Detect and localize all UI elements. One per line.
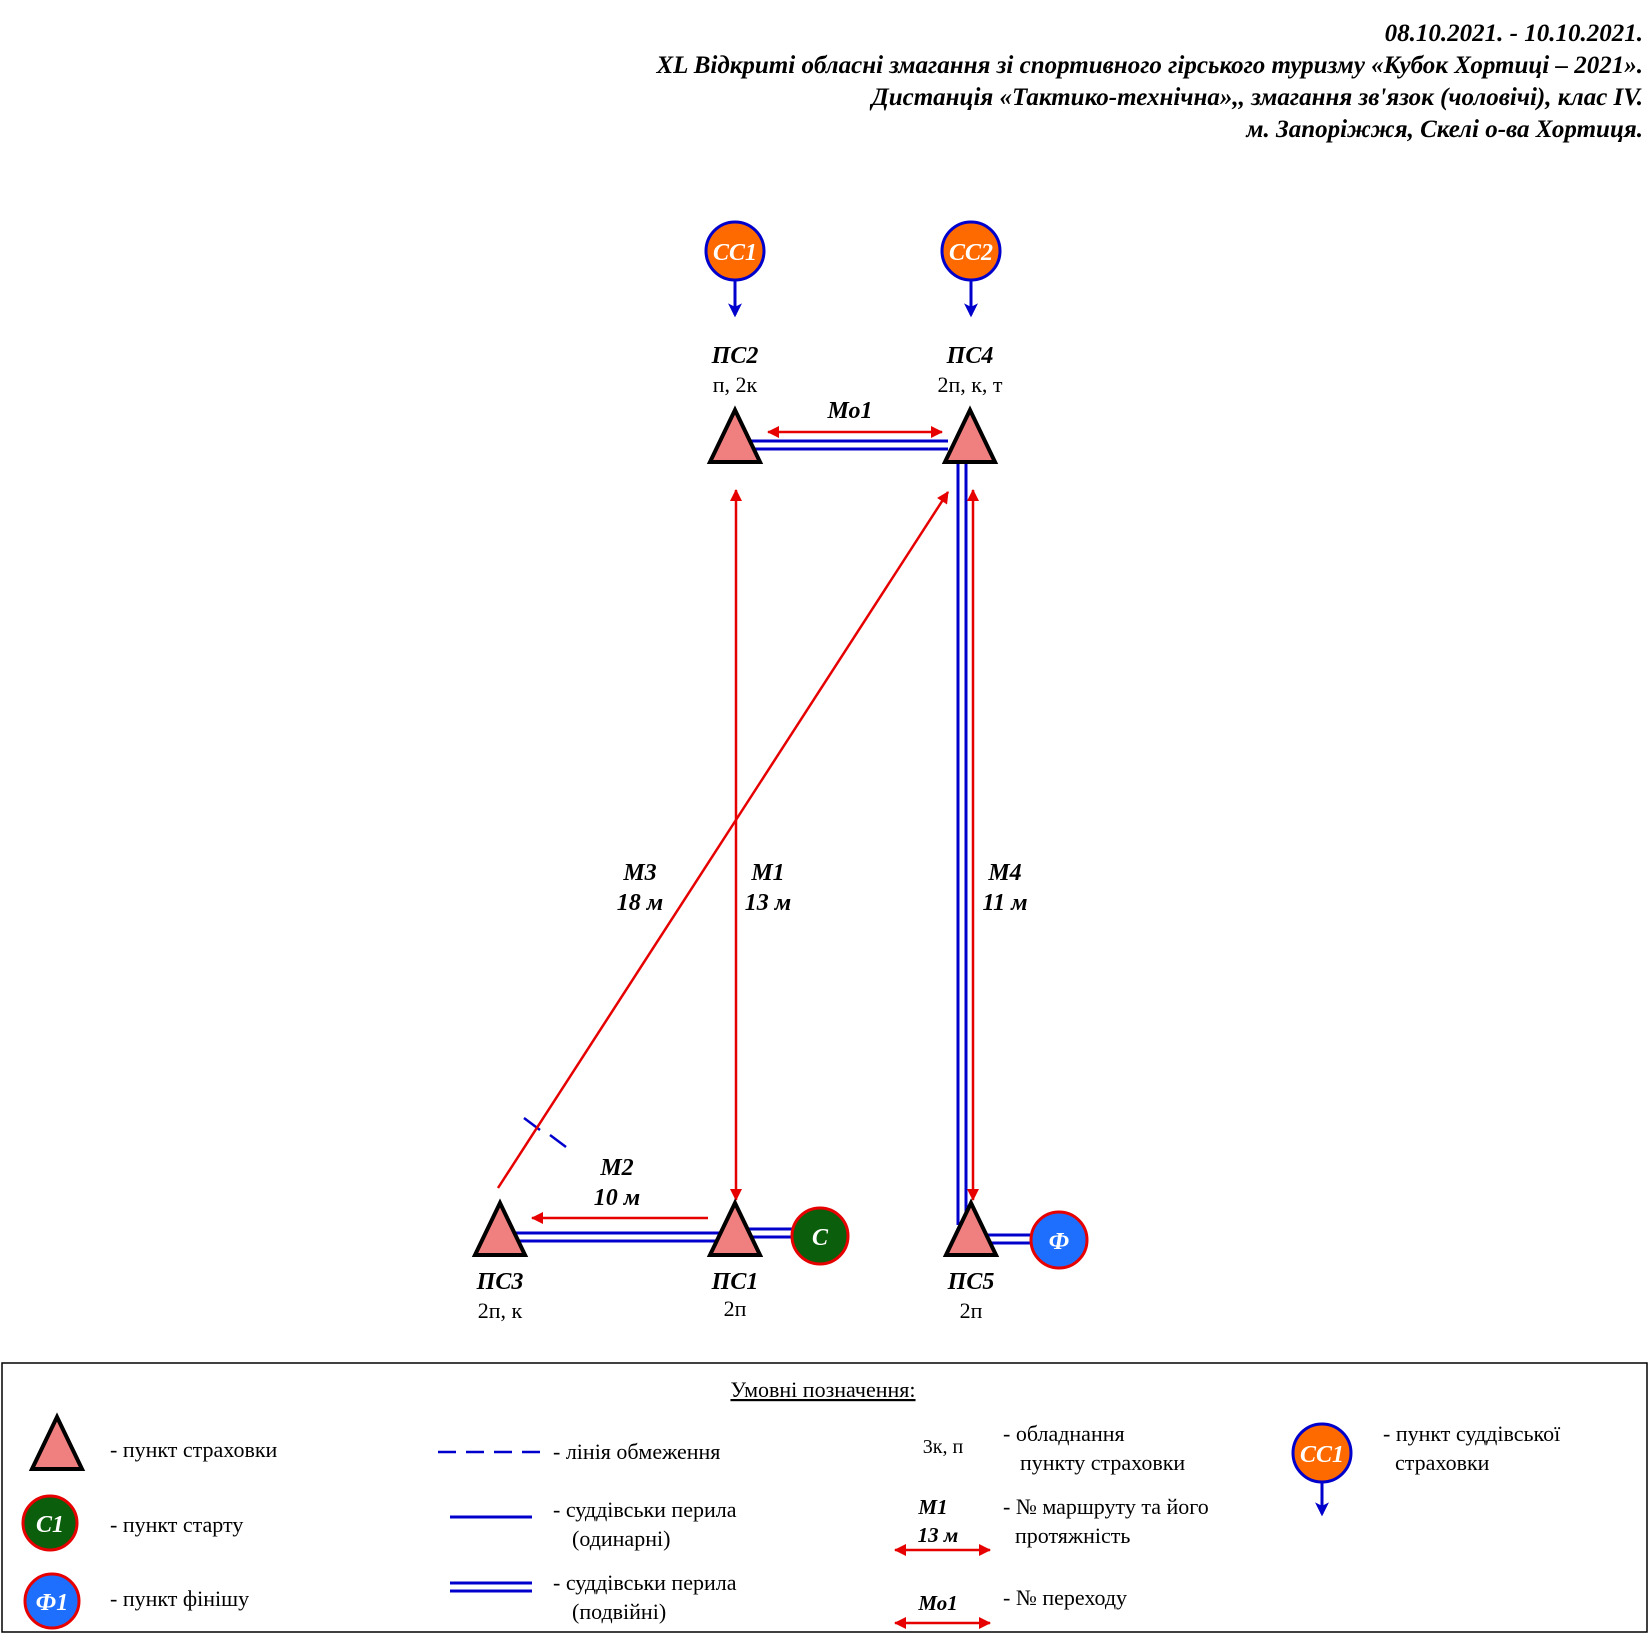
- ps5-name: ПС5: [947, 1269, 995, 1295]
- header-competition: XL Відкриті обласні змагання зі спортивн…: [656, 52, 1643, 79]
- route-m3-arrow: [496, 491, 950, 1189]
- belay-point-ps4: ПС4 2п, к, т: [937, 343, 1003, 464]
- header-block: 08.10.2021. - 10.10.2021. XL Відкриті об…: [656, 18, 1643, 146]
- ps1-triangle-icon: [706, 1198, 764, 1257]
- restriction-line: [523, 1117, 567, 1148]
- legend: Умовні позначення: - пункт страховки С1 …: [1, 1362, 1648, 1633]
- header-dates: 08.10.2021. - 10.10.2021.: [1384, 20, 1643, 47]
- legend-equip-example: 3к, п: [923, 1436, 964, 1458]
- double-rope-ps3-ps1: [500, 1231, 738, 1243]
- legend-start-icon-label: С1: [36, 1512, 64, 1538]
- legend-judge-icon-label: СС1: [1300, 1442, 1344, 1468]
- legend-route-text-2: протяжність: [1015, 1523, 1130, 1548]
- legend-route-example-length: 13 м: [918, 1523, 959, 1547]
- legend-belay-triangle-icon: [28, 1412, 86, 1471]
- ps3-equip: 2п, к: [478, 1298, 523, 1323]
- legend-equip-text-2: пункту страховки: [1020, 1450, 1185, 1475]
- legend-single-rope-text-2: (одинарні): [572, 1526, 670, 1551]
- belay-point-ps2: ПС2 п, 2к: [706, 343, 764, 464]
- route-m1-name: М1: [750, 860, 784, 886]
- route-m3-name: М3: [622, 860, 656, 886]
- finish-point: Ф: [1029, 1210, 1089, 1270]
- legend-belay-text: - пункт страховки: [110, 1437, 278, 1462]
- route-m4-length: 11 м: [982, 890, 1027, 916]
- legend-start-icon: [21, 1494, 79, 1552]
- judge-cc2-label: СС2: [949, 240, 993, 266]
- double-rope-ps4-ps5: [956, 458, 968, 1225]
- legend-transition-example: Мо1: [917, 1591, 957, 1615]
- finish-label: Ф: [1049, 1229, 1069, 1255]
- route-m1-length: 13 м: [745, 890, 791, 916]
- legend-frame: [1, 1362, 1648, 1633]
- ps5-triangle-icon: [942, 1198, 1000, 1257]
- route-m4-name: М4: [987, 860, 1021, 886]
- legend-finish-text: - пункт фінішу: [110, 1586, 249, 1611]
- judge-belay-cc2: СС2: [940, 220, 1002, 318]
- route-m3-length: 18 м: [617, 890, 663, 916]
- ps1-name: ПС1: [711, 1269, 759, 1295]
- ps2-name: ПС2: [711, 343, 759, 369]
- legend-start-text: - пункт старту: [110, 1512, 243, 1537]
- belay-point-ps1: ПС1 2п: [706, 1198, 764, 1321]
- route-m2-name: М2: [599, 1155, 633, 1181]
- legend-title: Умовні позначення:: [730, 1377, 915, 1402]
- ps1-equip: 2п: [724, 1296, 747, 1321]
- belay-point-ps5: ПС5 2п: [942, 1198, 1000, 1323]
- judge-cc1-label: СС1: [713, 240, 757, 266]
- start-point: С: [790, 1206, 850, 1266]
- ps5-equip: 2п: [960, 1298, 983, 1323]
- ps2-equip: п, 2к: [713, 372, 758, 397]
- legend-route-example-name: М1: [917, 1495, 947, 1519]
- legend-judge-text-1: - пункт суддівської: [1383, 1421, 1561, 1446]
- route-mo1-name: Мо1: [827, 398, 873, 424]
- start-label: С: [812, 1225, 829, 1251]
- legend-finish-icon: [23, 1572, 81, 1630]
- belay-point-ps3: ПС3 2п, к: [471, 1198, 529, 1323]
- legend-route-text-1: - № маршруту та його: [1003, 1494, 1209, 1519]
- legend-finish-icon-label: Ф1: [36, 1590, 68, 1616]
- header-location: м. Запоріжжя, Скелі о-ва Хортиця.: [1246, 116, 1643, 143]
- route-m2-length: 10 м: [594, 1185, 640, 1211]
- legend-double-rope-text-1: - суддівськи перила: [553, 1570, 737, 1595]
- legend-transition-text: - № переходу: [1003, 1585, 1127, 1610]
- ps4-equip: 2п, к, т: [937, 372, 1002, 397]
- judge-belay-cc1: СС1: [704, 220, 766, 318]
- ps2-triangle-icon: [706, 405, 764, 464]
- ps3-triangle-icon: [471, 1198, 529, 1257]
- legend-single-rope-text-1: - суддівськи перила: [553, 1497, 737, 1522]
- legend-restriction-text: - лінія обмеження: [553, 1439, 720, 1464]
- ps4-triangle-icon: [941, 405, 999, 464]
- double-rope-ps2-ps4: [735, 439, 948, 451]
- ps4-name: ПС4: [946, 343, 994, 369]
- legend-double-rope-text-2: (подвійні): [572, 1599, 666, 1624]
- legend-equip-text-1: - обладнання: [1003, 1421, 1125, 1446]
- header-distance: Дистанція «Тактико-технічна»,, змагання …: [871, 84, 1643, 111]
- legend-judge-text-2: страховки: [1395, 1450, 1490, 1475]
- ps3-name: ПС3: [476, 1269, 524, 1295]
